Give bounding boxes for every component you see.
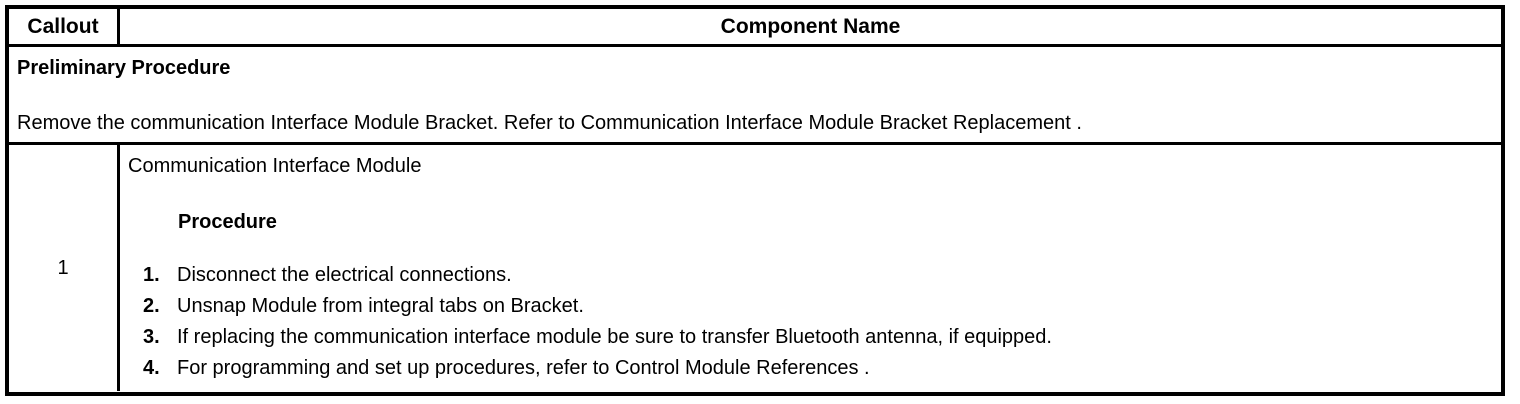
preliminary-procedure-row: Preliminary Procedure Remove the communi… <box>9 47 1501 145</box>
step-text: Unsnap Module from integral tabs on Brac… <box>177 295 584 317</box>
component-spec-table: Callout Component Name Preliminary Proce… <box>5 5 1505 396</box>
header-cell-component-name: Component Name <box>120 9 1501 44</box>
step-number: 4. <box>143 357 160 379</box>
step-number: 3. <box>143 326 160 348</box>
preliminary-procedure-text: Remove the communication Interface Modul… <box>17 112 1082 134</box>
procedure-step-4: 4. For programming and set up procedures… <box>128 357 1501 388</box>
cell-callout-number: 1 <box>9 145 120 391</box>
procedure-step-1: 1. Disconnect the electrical connections… <box>128 264 1501 295</box>
component-name-value: Communication Interface Module <box>128 155 422 177</box>
step-text: For programming and set up procedures, r… <box>177 357 870 379</box>
step-text: If replacing the communication interface… <box>177 326 1052 348</box>
procedure-steps-list: 1. Disconnect the electrical connections… <box>128 233 1501 388</box>
table-row: 1 Communication Interface Module Procedu… <box>9 145 1501 391</box>
column-header-component-name: Component Name <box>720 15 901 38</box>
callout-number-value: 1 <box>57 257 69 279</box>
procedure-heading: Procedure <box>178 211 277 233</box>
preliminary-procedure-title: Preliminary Procedure <box>17 57 231 79</box>
step-number: 1. <box>143 264 160 286</box>
step-number: 2. <box>143 295 160 317</box>
cell-component-details: Communication Interface Module Procedure… <box>120 145 1501 391</box>
header-cell-callout: Callout <box>9 9 120 44</box>
table-header-row: Callout Component Name <box>9 9 1501 47</box>
procedure-step-2: 2. Unsnap Module from integral tabs on B… <box>128 295 1501 326</box>
step-text: Disconnect the electrical connections. <box>177 264 512 286</box>
column-header-callout: Callout <box>27 15 99 38</box>
procedure-step-3: 3. If replacing the communication interf… <box>128 326 1501 357</box>
